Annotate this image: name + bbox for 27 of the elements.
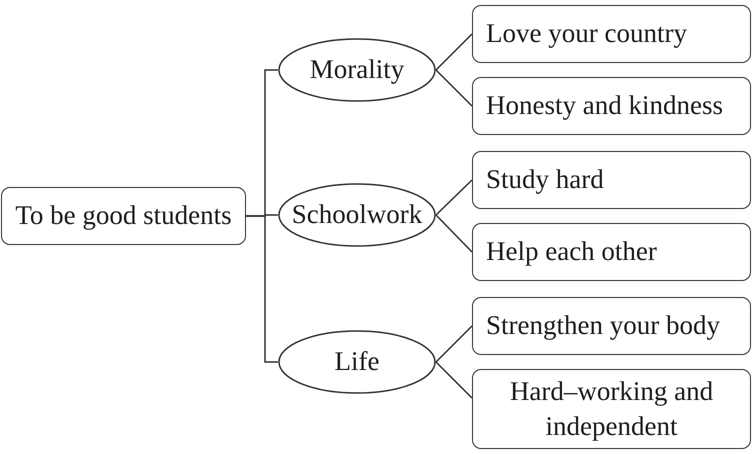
category-ellipse	[278, 38, 436, 102]
item-text: Honesty and kindness	[486, 89, 723, 122]
category-ellipse	[278, 183, 436, 247]
category-label: Life	[334, 345, 380, 378]
topic-box	[1, 187, 246, 245]
item-box	[472, 77, 751, 135]
category-label: Schoolwork	[292, 198, 422, 232]
item-box	[472, 151, 751, 209]
connector-line	[435, 325, 473, 363]
item-text: Help each other	[486, 235, 657, 268]
item-box	[472, 297, 751, 355]
item-text: Hard–working and independent	[508, 374, 714, 443]
connector-line	[246, 215, 278, 363]
connector-line	[435, 33, 473, 71]
item-text: Love your country	[486, 17, 687, 50]
connector-line	[435, 214, 473, 253]
item-text: Strengthen your body	[486, 309, 720, 342]
connector-line	[435, 179, 473, 216]
category-ellipse	[278, 330, 436, 394]
connector-line	[435, 69, 473, 107]
item-box	[472, 369, 751, 449]
category-label: Morality	[310, 53, 404, 86]
connector-line	[435, 361, 473, 399]
item-box	[472, 5, 751, 63]
item-text: Study hard	[486, 163, 604, 196]
topic-text: To be good students	[15, 199, 232, 232]
item-box	[472, 223, 751, 281]
